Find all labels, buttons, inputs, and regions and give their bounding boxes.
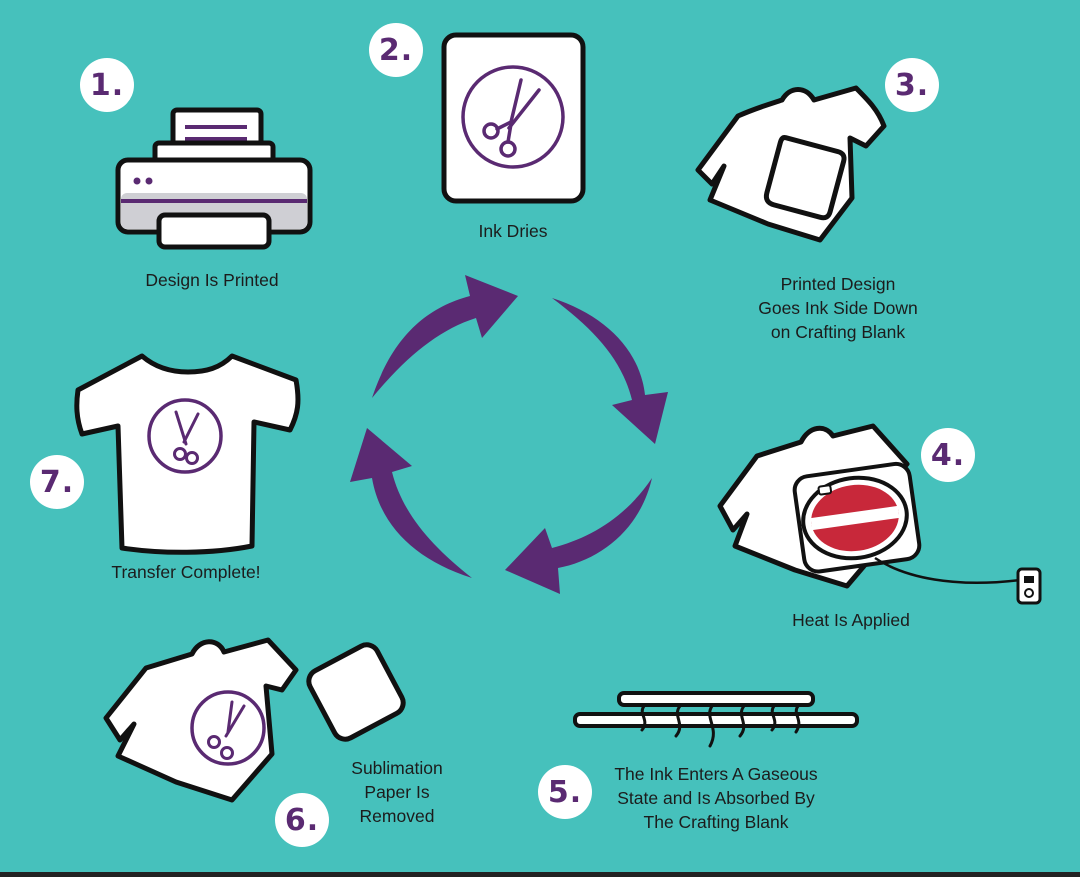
step-number-6: 6. (275, 793, 329, 847)
step-number-1: 1. (80, 58, 134, 112)
caption-line: The Ink Enters A Gaseous (614, 764, 818, 784)
caption-line: State and Is Absorbed By (617, 788, 815, 808)
step-caption-1: Design Is Printed (112, 268, 312, 292)
step-caption-4: Heat Is Applied (751, 608, 951, 632)
caption-line: on Crafting Blank (770, 322, 906, 342)
step-caption-3: Printed Design Goes Ink Side Down on Cra… (728, 272, 948, 344)
cycle-arrow-bottom-right (505, 478, 652, 594)
caption-line: Heat Is Applied (792, 610, 910, 630)
bottom-border (0, 872, 1080, 877)
caption-line: Removed (359, 806, 435, 826)
step-number-7: 7. (30, 455, 84, 509)
gas-transfer-icon (573, 691, 859, 748)
paper-scissors-icon (441, 32, 586, 204)
shirt-paper-removed-icon (103, 637, 406, 803)
step-caption-5: The Ink Enters A Gaseous State and Is Ab… (596, 762, 836, 834)
caption-line: Transfer Complete! (111, 562, 261, 582)
printer-icon (115, 107, 313, 250)
step-number-5: 5. (538, 765, 592, 819)
caption-line: The Crafting Blank (643, 812, 789, 832)
caption-line: Design Is Printed (145, 270, 279, 290)
caption-line: Ink Dries (478, 221, 548, 241)
cycle-arrow-top-left (372, 275, 518, 398)
caption-line: Goes Ink Side Down (758, 298, 918, 318)
step-number-3: 3. (885, 58, 939, 112)
cycle-arrow-top-right (552, 298, 668, 444)
step-number-2: 2. (369, 23, 423, 77)
heat-press-icon (717, 423, 1042, 605)
step-caption-6: Sublimation Paper Is Removed (337, 756, 457, 828)
finished-shirt-icon (74, 353, 301, 555)
step-number-4: 4. (921, 428, 975, 482)
cycle-arrow-bottom-left (350, 428, 472, 578)
shirt-with-paper-icon (695, 85, 887, 243)
caption-line: Sublimation (351, 758, 443, 778)
step-caption-2: Ink Dries (413, 219, 613, 243)
step-caption-7: Transfer Complete! (86, 560, 286, 584)
caption-line: Paper Is (364, 782, 430, 802)
caption-line: Printed Design (780, 274, 896, 294)
